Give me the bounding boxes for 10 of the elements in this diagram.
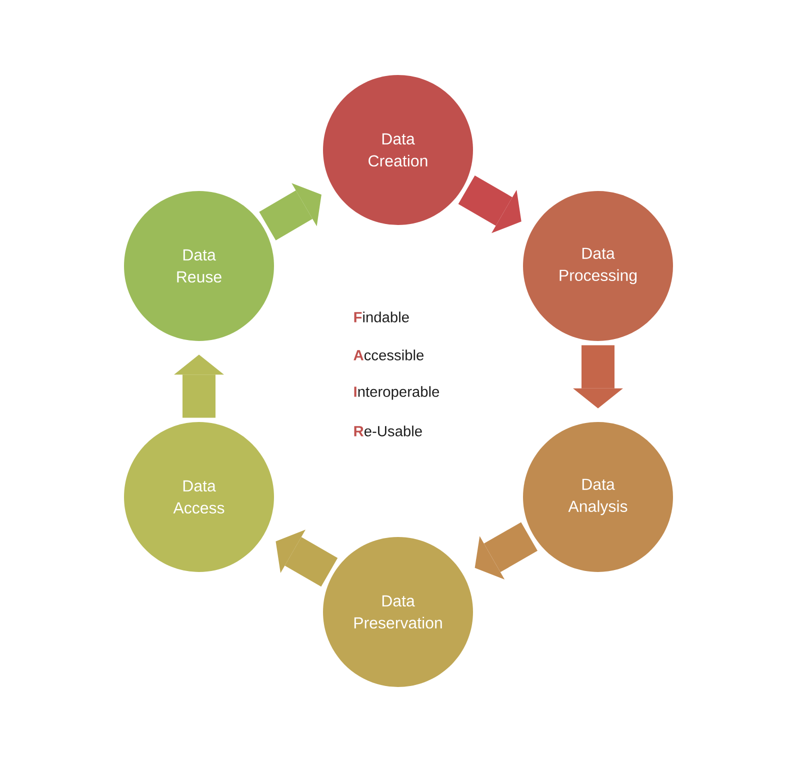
block-arrow xyxy=(458,175,522,234)
principle-text: Accessible xyxy=(354,350,424,360)
block-arrow xyxy=(174,354,224,418)
principle-text: Re-Usable xyxy=(354,426,422,436)
principle-text: Interoperable xyxy=(354,386,440,400)
block-arrow xyxy=(474,522,538,580)
principle-text: Findable xyxy=(354,312,409,322)
block-arrow xyxy=(259,183,322,240)
block-arrow xyxy=(573,345,623,408)
block-arrow xyxy=(276,530,338,587)
